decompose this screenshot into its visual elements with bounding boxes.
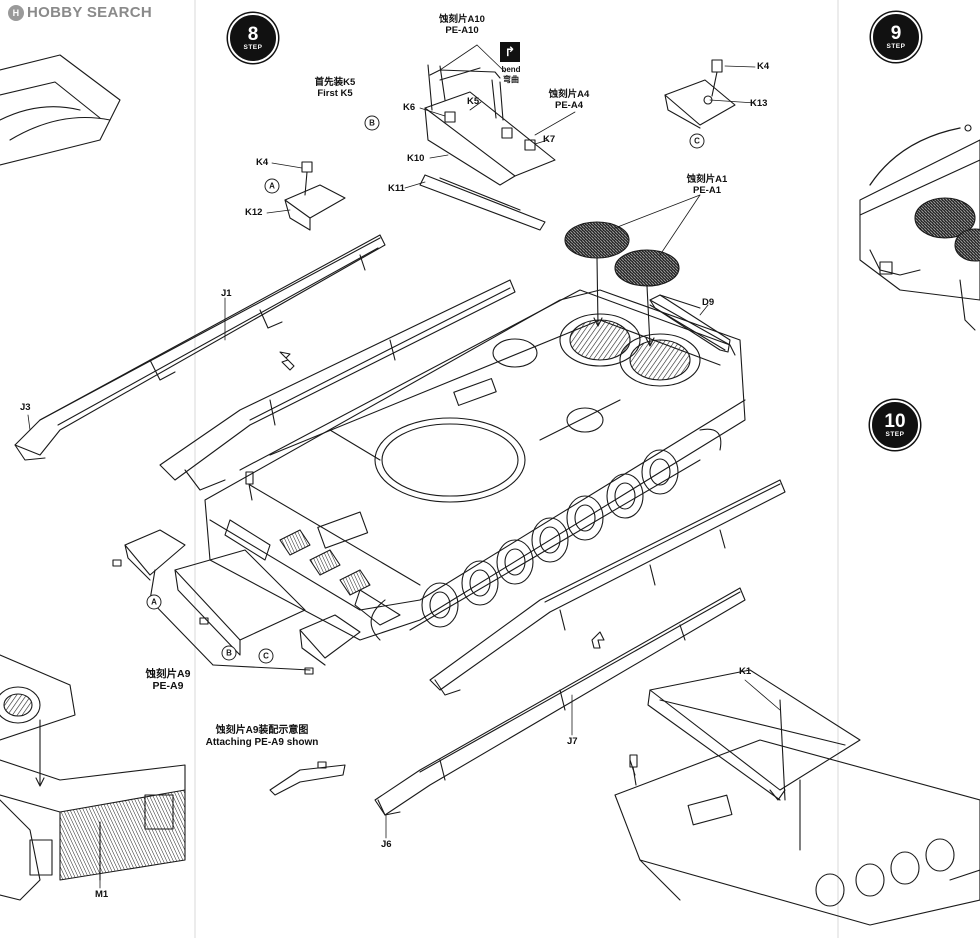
callout-cn: 蚀刻片A1 bbox=[686, 174, 728, 185]
sprue-circle-b: B bbox=[221, 645, 237, 661]
part-label-k12: K12 bbox=[245, 207, 263, 218]
step10-hull bbox=[614, 669, 980, 926]
part-label-k6: K6 bbox=[403, 102, 416, 113]
sprue-circle-a: A bbox=[264, 178, 280, 194]
hobby-search-watermark: H HOBBY SEARCH bbox=[8, 4, 152, 21]
step-word: STEP bbox=[885, 430, 905, 438]
callout-pe-a4: 蚀刻片A4 PE-A4 bbox=[548, 89, 590, 112]
step-number: 9 bbox=[890, 22, 902, 44]
sprue-circle-c: C bbox=[258, 648, 274, 664]
step-word: STEP bbox=[886, 42, 906, 50]
callout-cn: 首先装K5 bbox=[314, 77, 356, 88]
part-label-k4: K4 bbox=[757, 61, 770, 72]
part-label-k4-left: K4 bbox=[256, 157, 269, 168]
upper-skirt bbox=[159, 279, 516, 491]
callout-code: PE-A1 bbox=[693, 184, 721, 196]
left-hull-top bbox=[0, 54, 121, 166]
part-label-j7: J7 bbox=[567, 736, 578, 747]
part-label-j6: J6 bbox=[381, 839, 392, 850]
left-rear-hull bbox=[0, 654, 186, 901]
callout-cn: 蚀刻片A4 bbox=[548, 89, 590, 100]
step-9-badge: 9 STEP bbox=[871, 12, 921, 62]
part-k12 bbox=[284, 161, 346, 231]
step-word: STEP bbox=[243, 43, 263, 51]
step-number: 10 bbox=[884, 410, 906, 432]
right-hull-step9 bbox=[859, 124, 980, 331]
callout-pe-a1: 蚀刻片A1 PE-A1 bbox=[686, 174, 728, 197]
part-label-j1: J1 bbox=[221, 288, 232, 299]
bend-label-en: bend bbox=[501, 65, 521, 74]
lower-skirt bbox=[429, 479, 786, 696]
leader-lines bbox=[27, 44, 781, 889]
part-label-k7: K7 bbox=[543, 134, 556, 145]
side-skirt-j7 bbox=[374, 587, 746, 816]
bracket-assembly bbox=[419, 64, 556, 231]
pe-a9-parts bbox=[112, 529, 361, 796]
callout-cn: 蚀刻片A9装配示意图 bbox=[215, 725, 309, 736]
main-hull bbox=[204, 289, 746, 641]
bend-label-cn: 弯曲 bbox=[503, 75, 519, 84]
callout-first-k5: 首先装K5 First K5 bbox=[314, 77, 356, 100]
callout-en: Attaching PE-A9 shown bbox=[205, 736, 319, 748]
callout-code: PE-A4 bbox=[555, 99, 583, 111]
bracket-k13 bbox=[664, 59, 736, 129]
callout-pe-a10: 蚀刻片A10 PE-A10 bbox=[439, 14, 485, 37]
part-label-k11: K11 bbox=[388, 183, 405, 194]
road-wheels bbox=[370, 428, 722, 641]
part-label-k13: K13 bbox=[750, 98, 768, 109]
callout-cn: 蚀刻片A10 bbox=[439, 14, 485, 25]
page-folds bbox=[194, 0, 839, 938]
hobby-search-logo-icon: H bbox=[8, 4, 24, 21]
part-label-k10: K10 bbox=[407, 153, 425, 164]
sprue-circle-c: C bbox=[689, 133, 705, 149]
part-label-k5: K5 bbox=[467, 96, 480, 107]
side-skirt-j1 bbox=[14, 234, 386, 461]
part-label-d9: D9 bbox=[702, 297, 715, 308]
step-number: 8 bbox=[247, 23, 259, 45]
sprue-circle-b: B bbox=[364, 115, 380, 131]
part-label-m1: M1 bbox=[95, 889, 109, 900]
callout-cn: 蚀刻片A9 bbox=[145, 668, 191, 680]
callout-en: First K5 bbox=[317, 87, 353, 99]
mirror-stalks bbox=[245, 471, 638, 786]
part-label-j3: J3 bbox=[20, 402, 31, 413]
pe-a1-mesh bbox=[564, 221, 680, 347]
part-d9 bbox=[649, 294, 731, 353]
callout-code: PE-A9 bbox=[152, 680, 184, 693]
step-10-badge: 10 STEP bbox=[870, 400, 920, 450]
bend-icon: ↱ bbox=[500, 42, 520, 62]
callout-pe-a9: 蚀刻片A9 PE-A9 bbox=[146, 668, 191, 692]
part-label-k1: K1 bbox=[739, 666, 752, 677]
direction-arrows bbox=[279, 351, 605, 649]
sprue-circle-a: A bbox=[146, 594, 162, 610]
callout-attach-a9: 蚀刻片A9装配示意图 Attaching PE-A9 shown bbox=[206, 725, 319, 748]
watermark-text: HOBBY SEARCH bbox=[27, 4, 153, 21]
step-8-badge: 8 STEP bbox=[228, 13, 278, 63]
callout-code: PE-A10 bbox=[445, 24, 479, 36]
